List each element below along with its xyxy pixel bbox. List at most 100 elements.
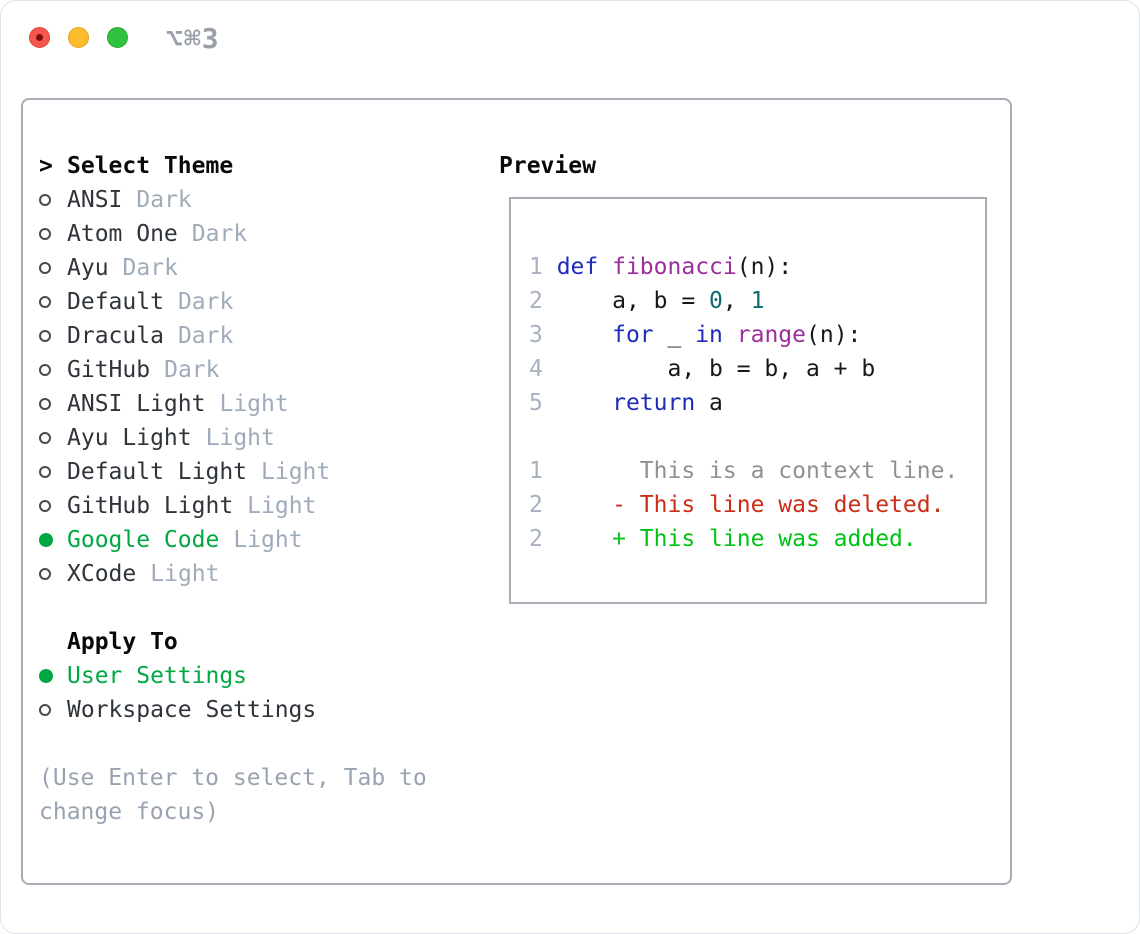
traffic-lights bbox=[29, 27, 128, 48]
marker bbox=[39, 262, 67, 274]
option-variant: Dark bbox=[177, 323, 234, 349]
option-name: GitHub bbox=[67, 357, 151, 383]
option-name: Google Code bbox=[67, 527, 220, 553]
option-name: XCode bbox=[67, 561, 137, 587]
selected-radio-icon bbox=[39, 669, 53, 683]
option-variant: Dark bbox=[136, 187, 192, 213]
apply-to-header: Apply To bbox=[39, 625, 459, 659]
theme-option[interactable]: ANSI Dark bbox=[39, 183, 459, 217]
theme-option[interactable]: Atom One Dark bbox=[39, 217, 459, 251]
option-variant: Light bbox=[233, 527, 303, 553]
select-theme-header: >Select Theme bbox=[39, 149, 459, 183]
marker bbox=[39, 669, 67, 683]
marker bbox=[39, 398, 67, 410]
radio-icon bbox=[39, 262, 51, 274]
code-line: 2 - This line was deleted. bbox=[529, 492, 945, 518]
code-line: 2 a, b = 0, 1 bbox=[529, 288, 765, 314]
marker bbox=[39, 432, 67, 444]
selected-radio-icon bbox=[39, 533, 53, 547]
line-number: 2 bbox=[529, 526, 557, 552]
option-variant: Dark bbox=[164, 357, 220, 383]
radio-icon bbox=[39, 228, 51, 240]
radio-icon bbox=[39, 194, 51, 206]
code-block: 1 def fibonacci(n): 2 a, b = 0, 1 3 for _ … bbox=[529, 250, 985, 556]
line-number: 2 bbox=[529, 492, 557, 518]
close-button[interactable] bbox=[29, 27, 50, 48]
select-theme-title: Select Theme bbox=[67, 153, 234, 179]
theme-option[interactable]: Dracula Dark bbox=[39, 319, 459, 353]
marker bbox=[39, 296, 67, 308]
theme-option[interactable]: Default Light Light bbox=[39, 455, 459, 489]
option-name: Default Light bbox=[67, 459, 248, 485]
line-number: 3 bbox=[529, 322, 557, 348]
code-line: 3 for _ in range(n): bbox=[529, 322, 862, 348]
option-name: Dracula bbox=[67, 323, 164, 349]
radio-icon bbox=[39, 704, 51, 716]
radio-icon bbox=[39, 296, 51, 308]
option-variant: Dark bbox=[122, 255, 178, 281]
window-shortcut-label: ⌥⌘3 bbox=[166, 22, 220, 55]
radio-icon bbox=[39, 330, 51, 342]
option-name: Default bbox=[67, 289, 164, 315]
option-name: ANSI Light bbox=[67, 391, 206, 417]
option-variant: Light bbox=[205, 425, 275, 451]
line-number: 5 bbox=[529, 390, 557, 416]
code-line bbox=[529, 420, 985, 454]
marker bbox=[39, 466, 67, 478]
minimize-button[interactable] bbox=[68, 27, 89, 48]
preview-title: Preview bbox=[499, 153, 596, 179]
radio-icon bbox=[39, 466, 51, 478]
theme-option[interactable]: Default Dark bbox=[39, 285, 459, 319]
marker bbox=[39, 568, 67, 580]
option-variant: Dark bbox=[191, 221, 248, 247]
apply-to-option[interactable]: Workspace Settings bbox=[39, 693, 459, 727]
apply-to-option[interactable]: User Settings bbox=[39, 659, 459, 693]
marker bbox=[39, 500, 67, 512]
option-name: Workspace Settings bbox=[67, 697, 317, 723]
theme-option[interactable]: ANSI Light Light bbox=[39, 387, 459, 421]
option-variant: Dark bbox=[177, 289, 234, 315]
theme-option[interactable]: Ayu Dark bbox=[39, 251, 459, 285]
marker bbox=[39, 228, 67, 240]
code-line: 5 return a bbox=[529, 390, 723, 416]
preview-pane: 1 def fibonacci(n): 2 a, b = 0, 1 3 for _ … bbox=[509, 197, 987, 604]
radio-icon bbox=[39, 432, 51, 444]
theme-option[interactable]: XCode Light bbox=[39, 557, 459, 591]
option-name: User Settings bbox=[67, 663, 248, 689]
keyboard-hint: (Use Enter to select, Tab to change focu… bbox=[39, 765, 427, 825]
line-number: 2 bbox=[529, 288, 557, 314]
apply-to-title: Apply To bbox=[67, 629, 178, 655]
radio-icon bbox=[39, 568, 51, 580]
option-name: ANSI bbox=[67, 187, 123, 213]
code-line: 2 + This line was added. bbox=[529, 526, 917, 552]
code-line: 1 This is a context line. bbox=[529, 458, 959, 484]
marker bbox=[39, 533, 67, 547]
option-variant: Light bbox=[150, 561, 220, 587]
theme-option[interactable]: Google Code Light bbox=[39, 523, 459, 557]
theme-option[interactable]: GitHub Dark bbox=[39, 353, 459, 387]
line-number: 4 bbox=[529, 356, 557, 382]
option-name: Atom One bbox=[67, 221, 178, 247]
radio-icon bbox=[39, 398, 51, 410]
line-number: 1 bbox=[529, 254, 557, 280]
marker bbox=[39, 194, 67, 206]
marker bbox=[39, 704, 67, 716]
radio-icon bbox=[39, 500, 51, 512]
option-name: Ayu bbox=[67, 255, 109, 281]
option-variant: Light bbox=[247, 493, 317, 519]
marker bbox=[39, 330, 67, 342]
code-line: 1 def fibonacci(n): bbox=[529, 254, 793, 280]
line-number: 1 bbox=[529, 458, 557, 484]
radio-icon bbox=[39, 364, 51, 376]
option-variant: Light bbox=[219, 391, 289, 417]
zoom-button[interactable] bbox=[107, 27, 128, 48]
option-variant: Light bbox=[261, 459, 331, 485]
code-line: 4 a, b = b, a + b bbox=[529, 356, 876, 382]
